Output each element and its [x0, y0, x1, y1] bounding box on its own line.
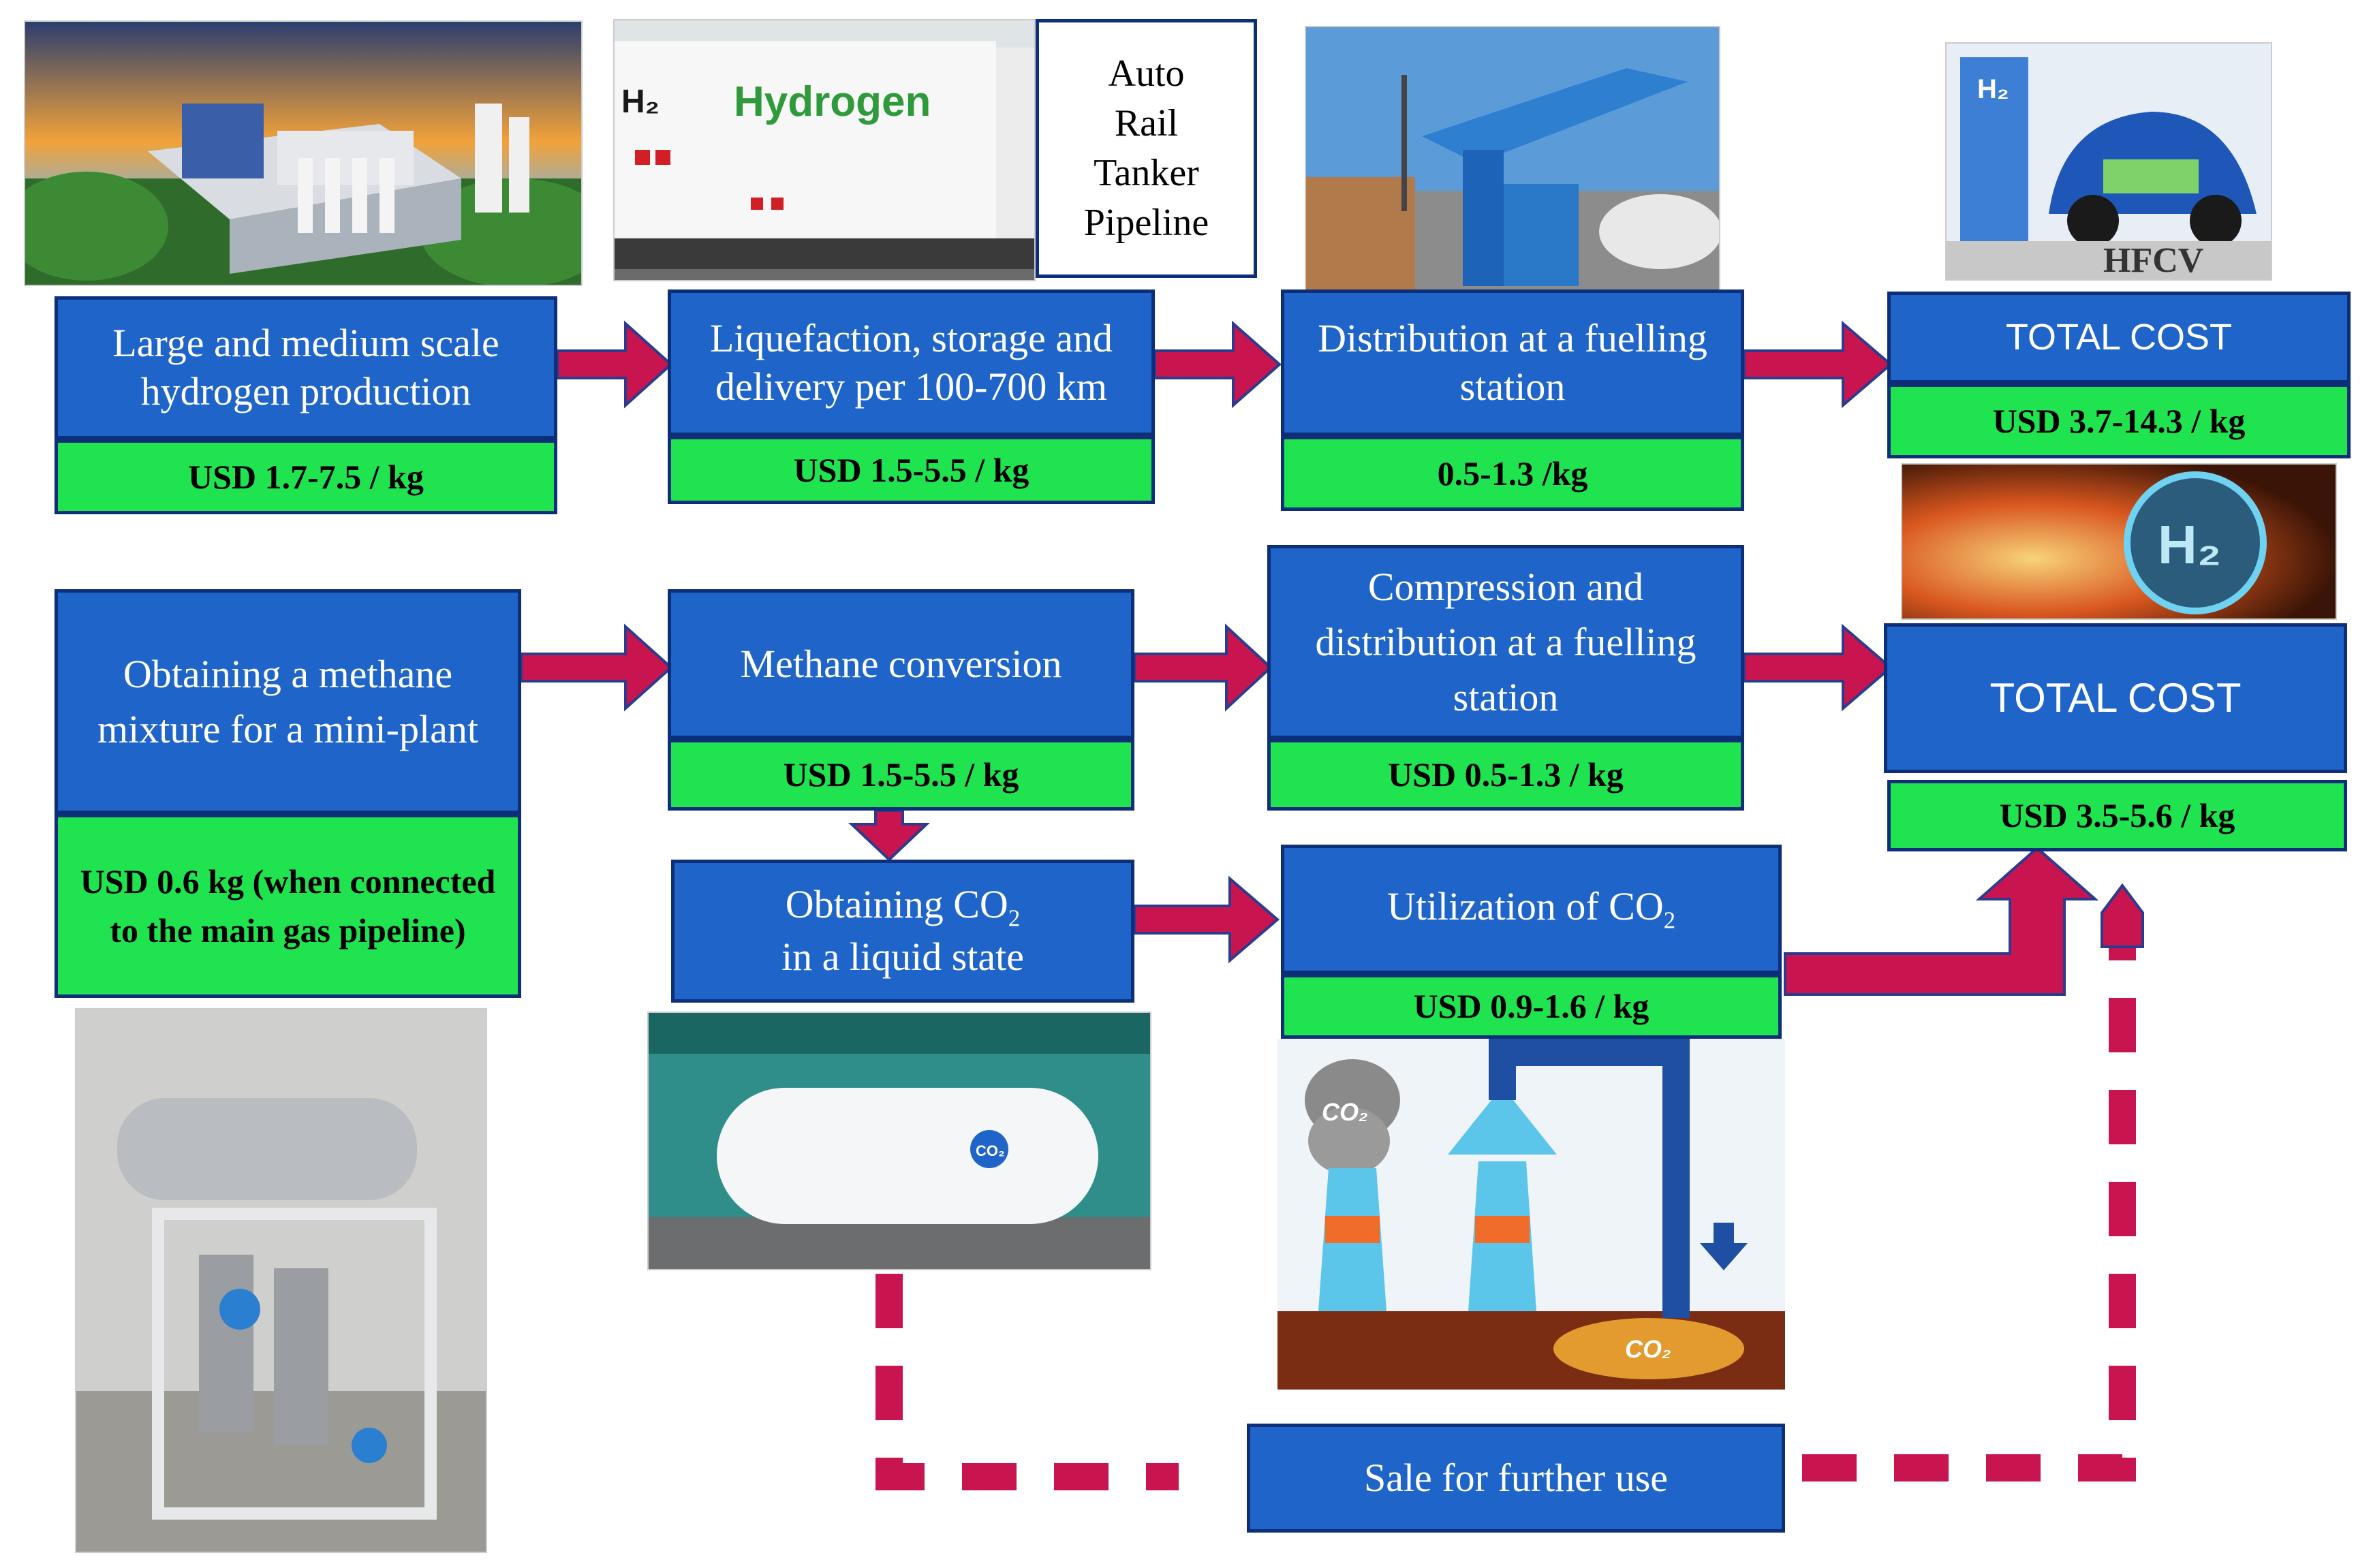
middle-total-cost: USD 3.5-5.6 / kg — [1887, 780, 2347, 851]
hfcv-image: H₂ HFCV — [1945, 42, 2272, 281]
delivery-cost: USD 1.5-5.5 / kg — [668, 436, 1155, 504]
obtaining-co2-box: Obtaining CO2 in a liquid state — [671, 860, 1134, 1003]
middle-total-label: TOTAL COST — [1989, 675, 2242, 721]
transport-mode-rail: Rail — [1114, 102, 1179, 145]
delivery-box: Liquefaction, storage and delivery per 1… — [668, 289, 1155, 436]
h2-logo-image: H₂ — [1901, 463, 2337, 620]
distribution-cost-text: 0.5-1.3 /kg — [1437, 454, 1588, 492]
sale-label: Sale for further use — [1363, 1455, 1669, 1500]
distribution-cost: 0.5-1.3 /kg — [1281, 436, 1744, 511]
obtaining-co2-subscript: 2 — [1008, 905, 1021, 932]
arrow-production-to-delivery — [556, 320, 673, 409]
distribution-label: Distribution at a fuelling station — [1318, 315, 1707, 409]
co2-tank-image: CO₂ — [647, 1012, 1151, 1270]
methane-mixture-label: Obtaining a methane mixture for a mini-p… — [97, 651, 478, 751]
dashed-tank-to-sale — [875, 1274, 1179, 1490]
arrow-co2-to-utilization — [1133, 875, 1280, 964]
arrow-utilization-to-total — [1784, 846, 2099, 996]
co2-utilization-image: CO₂ CO₂ — [1277, 1039, 1785, 1390]
fuelling-station-image — [1305, 26, 1720, 292]
train-hydrogen-text: Hydrogen — [734, 78, 931, 125]
methane-conversion-label: Methane conversion — [740, 641, 1062, 686]
arrow-conversion-to-co2 — [848, 809, 931, 862]
utilization-box: Utilization of CO2 — [1281, 845, 1782, 974]
co2-smoke-label: CO₂ — [1322, 1098, 1368, 1126]
mini-plant-image — [75, 1008, 487, 1553]
obtaining-co2-line2: in a liquid state — [781, 935, 1024, 979]
utilization-cost-text: USD 0.9-1.6 / kg — [1413, 987, 1649, 1025]
arrow-compression-to-total — [1743, 623, 1893, 712]
methane-conversion-box: Methane conversion — [668, 589, 1134, 739]
compression-label: Compression and distribution at a fuelli… — [1315, 564, 1696, 720]
transport-modes-box: Auto Rail Tanker Pipeline — [1036, 19, 1257, 278]
methane-mixture-cost: USD 0.6 kg (when connected to the main g… — [55, 814, 521, 998]
hfcv-label: HFCV — [2103, 241, 2203, 280]
methane-conversion-cost-text: USD 1.5-5.5 / kg — [783, 755, 1019, 794]
delivery-cost-text: USD 1.5-5.5 / kg — [793, 450, 1029, 489]
arrow-methane-mixture-to-conversion — [520, 623, 673, 712]
transport-mode-tanker: Tanker — [1094, 152, 1199, 194]
utilization-cost: USD 0.9-1.6 / kg — [1281, 974, 1782, 1039]
top-total-cost: USD 3.7-14.3 / kg — [1887, 383, 2351, 458]
compression-box: Compression and distribution at a fuelli… — [1267, 545, 1744, 739]
production-label: Large and medium scale hydrogen producti… — [112, 321, 499, 413]
hydrogen-plant-image — [24, 20, 583, 286]
sale-box: Sale for further use — [1247, 1424, 1785, 1533]
obtaining-co2-line1: Obtaining CO — [785, 882, 1008, 927]
methane-mixture-cost-text: USD 0.6 kg (when connected to the main g… — [80, 862, 496, 950]
production-cost: USD 1.7-7.5 / kg — [55, 439, 557, 514]
top-total-cost-text: USD 3.7-14.3 / kg — [1992, 401, 2246, 440]
train-h2-label: H₂ — [621, 84, 660, 120]
delivery-label: Liquefaction, storage and delivery per 1… — [709, 315, 1113, 409]
arrow-delivery-to-distribution — [1153, 320, 1282, 409]
middle-total-cost-text: USD 3.5-5.6 / kg — [1999, 796, 2235, 834]
middle-total-box: TOTAL COST — [1884, 623, 2347, 773]
transport-mode-pipeline: Pipeline — [1083, 201, 1209, 244]
compression-cost-text: USD 0.5-1.3 / kg — [1388, 755, 1624, 794]
methane-mixture-box: Obtaining a methane mixture for a mini-p… — [55, 589, 521, 814]
co2-tank-label: CO₂ — [976, 1142, 1005, 1159]
dashed-sale-to-total — [1802, 947, 2136, 1481]
arrow-sale-to-total-head — [2101, 883, 2144, 948]
compression-cost: USD 0.5-1.3 / kg — [1267, 739, 1744, 811]
top-total-box: TOTAL COST — [1887, 292, 2351, 383]
methane-conversion-cost: USD 1.5-5.5 / kg — [668, 739, 1134, 811]
utilization-subscript: 2 — [1663, 907, 1676, 935]
h2-logo-label: H₂ — [2158, 514, 2221, 575]
car-h2-label: H₂ — [1977, 74, 2009, 104]
co2-ground-label: CO₂ — [1625, 1335, 1671, 1363]
hydrogen-train-image: H₂ Hydrogen — [613, 19, 1036, 281]
distribution-box: Distribution at a fuelling station — [1281, 289, 1744, 436]
production-box: Large and medium scale hydrogen producti… — [55, 296, 557, 439]
arrow-distribution-to-total — [1743, 320, 1893, 409]
top-total-label: TOTAL COST — [2005, 316, 2233, 358]
production-cost-text: USD 1.7-7.5 / kg — [188, 457, 424, 496]
utilization-label: Utilization of CO — [1386, 884, 1664, 929]
transport-mode-auto: Auto — [1108, 52, 1185, 95]
arrow-conversion-to-compression — [1133, 623, 1273, 712]
